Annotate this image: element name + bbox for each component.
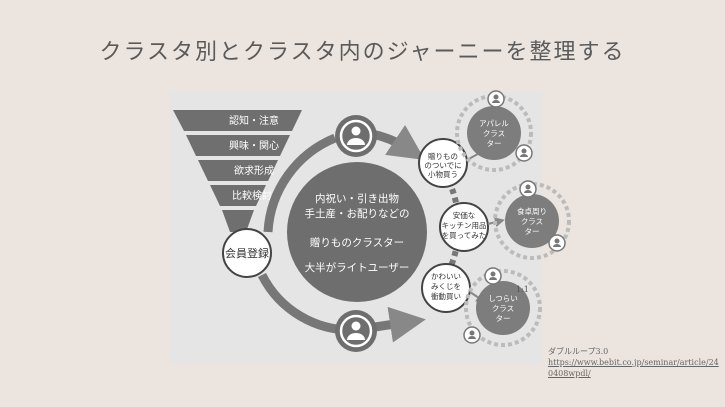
bubble-2-line-3: を買ってみた bbox=[442, 231, 487, 240]
arrow-top bbox=[370, 125, 425, 161]
user-icon bbox=[335, 115, 377, 157]
cluster-decor: しつらい クラス ター 1:1 bbox=[463, 267, 542, 347]
member-registration-label: 会員登録 bbox=[225, 246, 269, 260]
bubble-1-line-1: 贈りもの bbox=[428, 151, 458, 161]
user-icon bbox=[487, 90, 505, 108]
user-icon bbox=[515, 144, 533, 162]
user-icon bbox=[519, 180, 537, 198]
funnel-label-2: 興味・関心 bbox=[229, 140, 279, 152]
funnel-stage-2 bbox=[186, 135, 290, 156]
center-line-4: 大半がライトユーザー bbox=[305, 261, 410, 274]
cluster-1-line-2: クラス bbox=[483, 129, 505, 138]
center-circle bbox=[287, 162, 427, 302]
arrow-left bbox=[263, 133, 337, 233]
user-icon bbox=[463, 326, 481, 344]
journey-bubble-3: かわいい みくじを 衝動買い bbox=[421, 263, 471, 313]
user-icon bbox=[484, 267, 502, 285]
cluster-tableware: 食卓周り クラス ター bbox=[493, 180, 571, 260]
funnel: 認知・注意 興味・関心 欲求形成 比較検討 bbox=[173, 110, 302, 232]
user-icon bbox=[548, 234, 566, 252]
bubble-3-line-2: みくじを bbox=[431, 282, 461, 291]
cluster-3-line-3: ター bbox=[496, 314, 511, 323]
footnote-link[interactable]: https://www.bebit.co.jp/seminar/article/… bbox=[548, 358, 719, 378]
cluster-2-line-2: クラス bbox=[521, 217, 543, 226]
funnel-tip bbox=[222, 210, 254, 232]
journey-bubble-1: 贈りもの のついでに 小物買う bbox=[418, 138, 468, 188]
cluster-3-line-1: しつらい bbox=[488, 294, 518, 303]
footnote: ダブルループ3.0 https://www.bebit.co.jp/semina… bbox=[548, 346, 720, 379]
member-registration-circle bbox=[222, 228, 272, 278]
center-line-2: 手土産・お配りなどの bbox=[305, 207, 410, 220]
footnote-label: ダブルループ3.0 bbox=[548, 347, 609, 356]
funnel-stage-3 bbox=[198, 160, 278, 181]
cluster-apparel: アパレル クラス ター bbox=[455, 90, 533, 172]
center-line-3: 贈りものクラスター bbox=[310, 236, 404, 249]
user-icon bbox=[335, 310, 377, 352]
bubble-2-line-1: 安価な bbox=[453, 210, 476, 220]
cluster-2-line-3: ター bbox=[525, 227, 540, 236]
center-line-1: 内祝い・引き出物 bbox=[315, 192, 399, 205]
page-title: クラスタ別とクラスタ内のジャーニーを整理する bbox=[99, 40, 626, 65]
funnel-stage-1 bbox=[173, 110, 302, 131]
funnel-label-3: 欲求形成 bbox=[234, 164, 274, 177]
funnel-stage-4 bbox=[210, 185, 266, 206]
cluster-1-line-3: ター bbox=[487, 139, 502, 148]
bubble-2-line-2: キッチン用品 bbox=[442, 221, 487, 230]
bubble-3-line-1: かわいい bbox=[431, 272, 461, 281]
cluster-2-line-1: 食卓周り bbox=[517, 206, 547, 216]
bubble-1-line-3: 小物買う bbox=[428, 169, 458, 179]
funnel-label-4: 比較検討 bbox=[232, 189, 272, 202]
bubble-3-line-3: 衝動買い bbox=[431, 291, 461, 301]
cluster-tag: 1:1 bbox=[516, 285, 529, 294]
cluster-1-line-1: アパレル bbox=[479, 119, 509, 128]
bubble-1-line-2: のついでに bbox=[424, 161, 461, 170]
journey-bubble-2: 安価な キッチン用品 を買ってみた bbox=[439, 202, 489, 252]
cluster-3-line-2: クラス bbox=[492, 304, 514, 313]
funnel-label-1: 認知・注意 bbox=[229, 114, 279, 127]
